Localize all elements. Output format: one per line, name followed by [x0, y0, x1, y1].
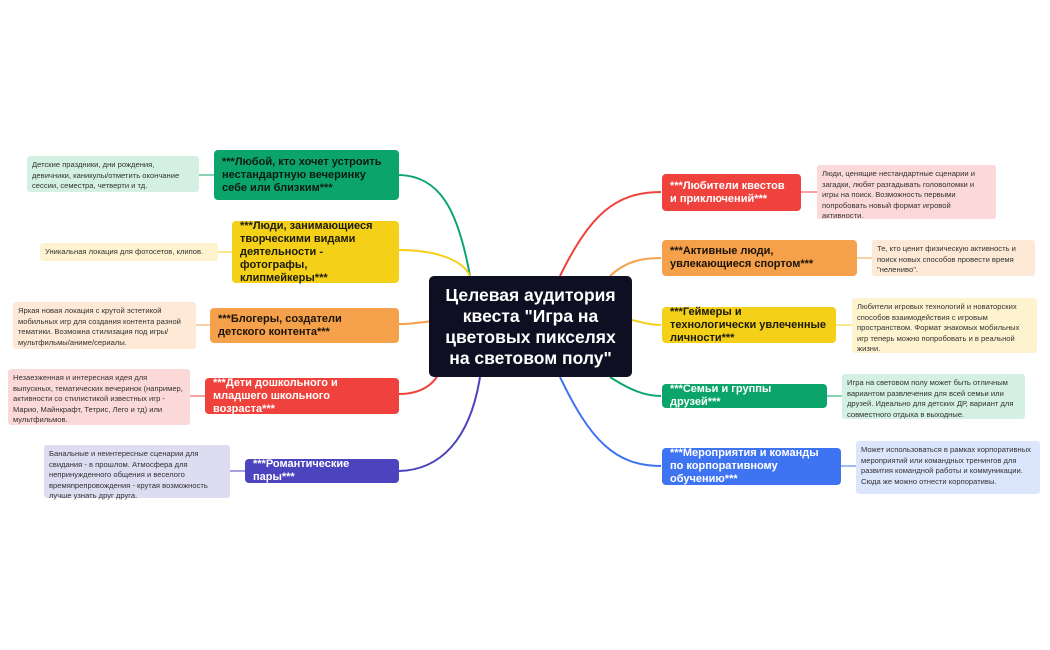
note-active-text: Те, кто ценит физическую активность и по…: [877, 244, 1016, 274]
note-kids: Незаезженная и интересная идея для выпус…: [8, 369, 190, 425]
topic-gamers-label: ***Геймеры и технологически увлеченные л…: [670, 305, 826, 344]
note-anyone-text: Детские праздники, дни рождения, девични…: [32, 160, 180, 190]
note-families: Игра на световом полу может быть отличны…: [842, 374, 1025, 419]
topic-families[interactable]: ***Семьи и группы друзей***: [662, 383, 827, 408]
link-active: [609, 257, 662, 277]
note-creative-text: Уникальная локация для фотосетов, клипов…: [45, 247, 204, 256]
note-gamers: Любители игровых технологий и новаторски…: [852, 298, 1037, 353]
link-romantic: [398, 376, 481, 472]
note-families-text: Игра на световом полу может быть отличны…: [847, 378, 1014, 419]
link-questlovers: [559, 191, 662, 277]
topic-active[interactable]: ***Активные люди, увлекающиеся спортом**…: [662, 240, 857, 276]
note-bloggers-text: Яркая новая локация с крутой эстетикой м…: [18, 306, 181, 347]
note-romantic: Банальные и неинтересные сценарии для св…: [44, 445, 230, 500]
note-corporate: Может использоваться в рамках корпоратив…: [856, 441, 1040, 494]
topic-bloggers-label: ***Блогеры, создатели детского контента*…: [218, 312, 342, 338]
link-corporate: [559, 376, 662, 467]
topic-questlovers-label: ***Любители квестов и приключений***: [670, 179, 785, 205]
note-kids-text: Незаезженная и интересная идея для выпус…: [13, 373, 183, 424]
topic-creative-label: ***Люди, занимающиеся творческими видами…: [240, 219, 373, 284]
note-active: Те, кто ценит физическую активность и по…: [872, 240, 1035, 276]
note-bloggers: Яркая новая локация с крутой эстетикой м…: [13, 302, 196, 349]
link-gamers: [631, 319, 662, 326]
link-anyone: [398, 174, 471, 277]
topic-romantic[interactable]: ***Романтические пары***: [245, 458, 399, 483]
topic-romantic-label: ***Романтические пары***: [253, 458, 350, 483]
note-questlovers-text: Люди, ценящие нестандартные сценарии и з…: [822, 169, 975, 220]
central-topic-text: Целевая аудитория квеста "Игра на цветов…: [445, 284, 616, 368]
link-families: [609, 376, 662, 397]
central-topic[interactable]: Целевая аудитория квеста "Игра на цветов…: [429, 276, 632, 377]
note-questlovers: Люди, ценящие нестандартные сценарии и з…: [817, 165, 996, 220]
note-anyone: Детские праздники, дни рождения, девични…: [27, 156, 199, 192]
link-creative: [398, 249, 471, 277]
topic-kids[interactable]: ***Дети дошкольного и младшего школьного…: [205, 376, 399, 415]
topic-anyone[interactable]: ***Любой, кто хочет устроить нестандартн…: [214, 150, 399, 200]
topic-gamers[interactable]: ***Геймеры и технологически увлеченные л…: [662, 305, 836, 344]
topic-active-label: ***Активные люди, увлекающиеся спортом**…: [670, 245, 814, 270]
topic-kids-label: ***Дети дошкольного и младшего школьного…: [213, 376, 338, 415]
topic-questlovers[interactable]: ***Любители квестов и приключений***: [662, 174, 801, 211]
topic-corporate[interactable]: ***Мероприятия и команды по корпоративно…: [662, 447, 841, 485]
topic-bloggers[interactable]: ***Блогеры, создатели детского контента*…: [210, 308, 399, 343]
note-creative: Уникальная локация для фотосетов, клипов…: [40, 243, 218, 261]
topic-families-label: ***Семьи и группы друзей***: [670, 383, 772, 408]
note-romantic-text: Банальные и неинтересные сценарии для св…: [49, 449, 208, 500]
note-gamers-text: Любители игровых технологий и новаторски…: [857, 302, 1020, 353]
topic-creative[interactable]: ***Люди, занимающиеся творческими видами…: [232, 219, 399, 284]
topic-corporate-label: ***Мероприятия и команды по корпоративно…: [670, 447, 819, 485]
note-corporate-text: Может использоваться в рамках корпоратив…: [861, 445, 1031, 486]
topic-anyone-label: ***Любой, кто хочет устроить нестандартн…: [222, 155, 382, 194]
